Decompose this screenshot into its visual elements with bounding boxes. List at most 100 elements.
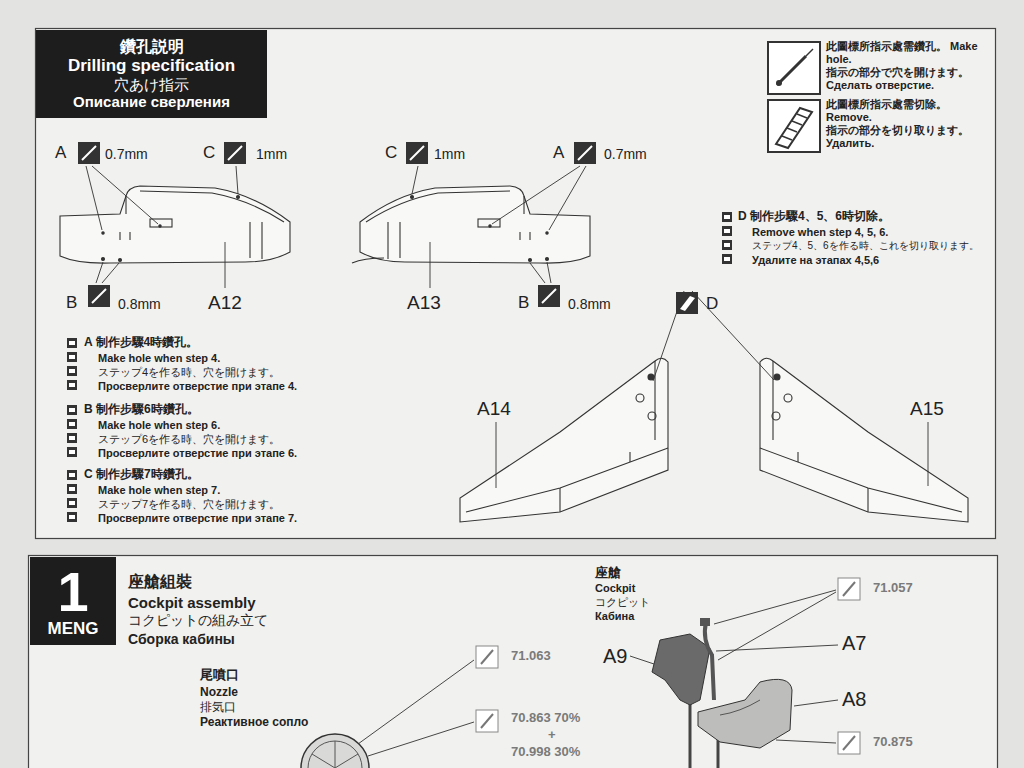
note-text: Nozzle bbox=[200, 686, 238, 700]
panel bbox=[29, 556, 998, 768]
language-icon bbox=[67, 512, 77, 522]
note-text: B 制作步驟6時鑽孔。 bbox=[84, 403, 199, 417]
part-label: A15 bbox=[910, 398, 944, 420]
part-label: A7 bbox=[842, 632, 866, 655]
part-label: A12 bbox=[208, 292, 242, 314]
language-icon bbox=[67, 366, 77, 376]
note-text: Cockpit assembly bbox=[128, 594, 256, 611]
note-text: Просверлите отверстие при этапе 4. bbox=[98, 380, 297, 393]
part-label: A14 bbox=[477, 398, 511, 420]
note-text: 座艙組裝 bbox=[128, 573, 192, 591]
note-text: 71.063 bbox=[511, 649, 551, 664]
note-text: Реактивное сопло bbox=[200, 716, 308, 730]
note-text: + bbox=[548, 728, 556, 743]
language-icon bbox=[724, 257, 730, 261]
language-icon bbox=[722, 254, 732, 264]
note-text: Просверлите отверстие при этапе 6. bbox=[98, 447, 297, 460]
language-icon bbox=[69, 422, 75, 426]
legend-text: 此圖標所指示處需切除。 Remove. 指示の部分を切り取ります。 Удалит… bbox=[826, 98, 986, 150]
wing-part bbox=[460, 358, 668, 522]
note-text: ステップ4、5、6を作る時、これを切り取ります。 bbox=[752, 240, 979, 252]
note-text: ステップ7を作る時、穴を開けます。 bbox=[98, 498, 280, 511]
note-text: 70.998 30% bbox=[511, 745, 580, 760]
language-icon bbox=[67, 338, 77, 348]
drill-symbol bbox=[768, 42, 820, 94]
nozzle-part bbox=[301, 734, 369, 768]
part-label: A13 bbox=[407, 292, 441, 314]
note-text: 70.875 bbox=[873, 735, 913, 750]
part-label: A bbox=[553, 143, 564, 163]
legend-text: 此圖標所指示處需鑽孔。 Make hole. 指示の部分で穴を開けます。 Сде… bbox=[826, 40, 986, 92]
cockpit-parts bbox=[652, 618, 792, 768]
language-icon bbox=[722, 240, 732, 250]
language-icon bbox=[722, 226, 732, 236]
note-text: 排気口 bbox=[200, 701, 236, 715]
part-label: 1mm bbox=[434, 146, 465, 162]
language-icon bbox=[69, 383, 75, 387]
part-label: B bbox=[66, 293, 77, 313]
language-icon bbox=[722, 212, 732, 222]
part-label: A9 bbox=[603, 645, 627, 668]
note-text: 尾噴口 bbox=[200, 668, 239, 683]
language-icon bbox=[67, 380, 77, 390]
panel bbox=[36, 29, 996, 539]
tail-detail bbox=[352, 258, 384, 263]
language-icon bbox=[67, 433, 77, 443]
note-text: D 制作步驟4、5、6時切除。 bbox=[738, 210, 890, 224]
part-label: 0.7mm bbox=[604, 146, 647, 162]
node-text: 1 bbox=[57, 564, 88, 620]
part-label: 0.7mm bbox=[105, 146, 148, 162]
fuselage-part bbox=[360, 186, 590, 263]
note-text: Кабина bbox=[595, 610, 634, 623]
language-icon bbox=[67, 352, 77, 362]
part-label: C bbox=[385, 143, 397, 163]
language-icon bbox=[67, 470, 77, 480]
drill-icon bbox=[78, 142, 596, 307]
part-label: 0.8mm bbox=[118, 296, 161, 312]
wing-part bbox=[760, 358, 968, 522]
node-text: MENG bbox=[48, 620, 99, 638]
note-text: Удалите на этапах 4,5,6 bbox=[752, 254, 879, 267]
part-label: 0.8mm bbox=[568, 296, 611, 312]
note-text: Make hole when step 6. bbox=[98, 419, 220, 432]
language-icon bbox=[724, 243, 730, 247]
part-label: B bbox=[518, 293, 529, 313]
note-text: Make hole when step 4. bbox=[98, 352, 220, 365]
language-icon bbox=[69, 515, 75, 519]
cut-symbol bbox=[768, 100, 820, 152]
part-label: D bbox=[706, 294, 718, 314]
language-icon bbox=[69, 450, 75, 454]
language-icon bbox=[69, 355, 75, 359]
part-label: C bbox=[203, 143, 215, 163]
part-label: A bbox=[55, 143, 66, 163]
language-icon bbox=[67, 419, 77, 429]
note-text: Remove when step 4, 5, 6. bbox=[752, 226, 888, 239]
note-text: 70.863 70% bbox=[511, 711, 580, 726]
cut-icon bbox=[676, 292, 698, 314]
language-icon bbox=[69, 473, 75, 477]
note-text: 座艙 bbox=[595, 566, 621, 581]
language-icon bbox=[69, 501, 75, 505]
note-text: A 制作步驟4時鑽孔。 bbox=[84, 336, 198, 350]
language-icon bbox=[67, 498, 77, 508]
note-text: Просверлите отверстие при этапе 7. bbox=[98, 512, 297, 525]
note-text: C 制作步驟7時鑽孔。 bbox=[84, 468, 199, 482]
fuselage-part bbox=[60, 186, 290, 263]
part-label: A8 bbox=[842, 688, 866, 711]
note-text: コクピット bbox=[595, 596, 650, 609]
note-text: Make hole when step 7. bbox=[98, 484, 220, 497]
node-text: Drilling specification bbox=[68, 56, 235, 76]
language-icon bbox=[69, 487, 75, 491]
language-icon bbox=[67, 484, 77, 494]
language-icon bbox=[724, 215, 730, 219]
node-text: 鑽孔説明 bbox=[120, 38, 184, 56]
leader-line bbox=[86, 166, 928, 488]
part-label: 1mm bbox=[256, 146, 287, 162]
note-text: Cockpit bbox=[595, 582, 635, 595]
note-text: Сборка кабины bbox=[128, 631, 235, 647]
paint-icon bbox=[476, 578, 860, 754]
leader-line bbox=[358, 590, 838, 756]
language-icon bbox=[67, 405, 77, 415]
language-icon bbox=[69, 436, 75, 440]
